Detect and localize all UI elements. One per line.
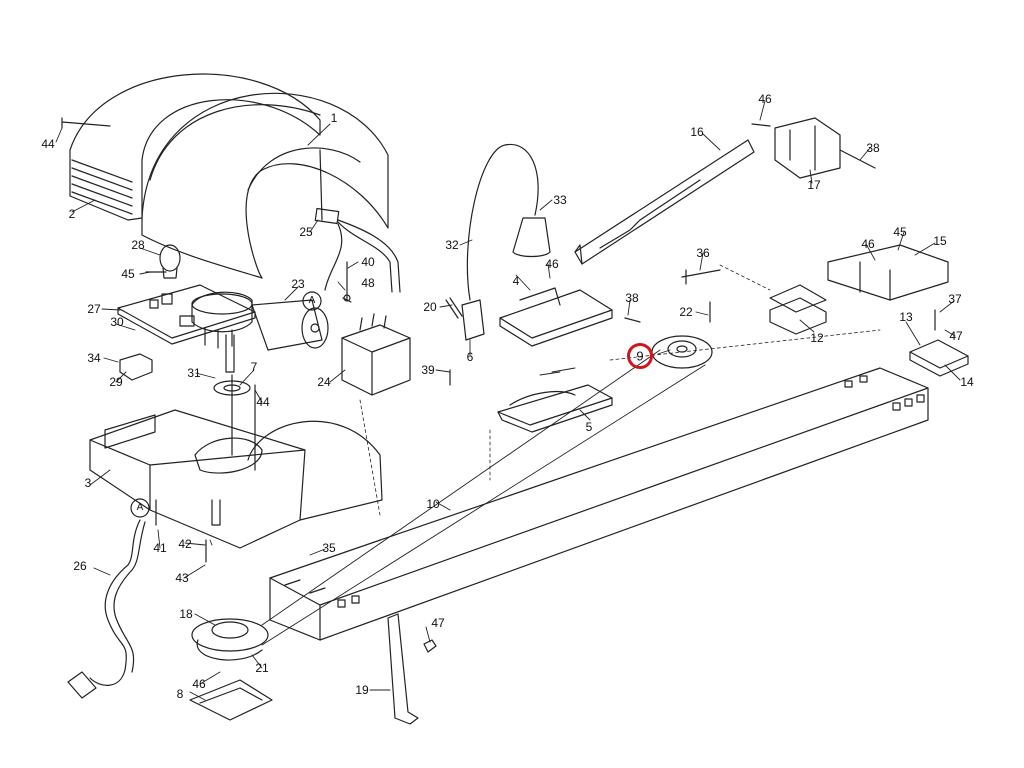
callout-46: 46 (758, 92, 772, 106)
chain (261, 349, 706, 646)
callout-3: 3 (84, 476, 92, 490)
callout-19: 19 (355, 683, 369, 697)
callout-29: 29 (109, 375, 123, 389)
leader-lines (55, 100, 961, 701)
callout-34: 34 (87, 351, 101, 365)
callout-35: 35 (322, 541, 336, 555)
callout-28: 28 (131, 238, 145, 252)
callout-44: 44 (41, 137, 55, 151)
door-arm (574, 139, 755, 265)
connector-a-label: A (308, 295, 316, 306)
release-latch (445, 297, 485, 341)
callout-38: 38 (866, 141, 880, 155)
trolley-carriage (497, 384, 613, 433)
callout-2: 2 (68, 207, 76, 221)
callout-6: 6 (466, 350, 474, 364)
callout-15: 15 (933, 234, 947, 248)
callout-25: 25 (299, 225, 313, 239)
callout-23: 23 (291, 277, 305, 291)
callout-40: 40 (361, 255, 375, 269)
base-housing (89, 409, 383, 549)
callout-16: 16 (690, 125, 704, 139)
callout-10: 10 (426, 497, 440, 511)
callout-9: 9 (636, 348, 644, 364)
callout-14: 14 (960, 375, 974, 389)
callout-46: 46 (545, 257, 559, 271)
side-cover (69, 73, 321, 221)
door-bracket (774, 117, 876, 179)
callout-18: 18 (179, 607, 193, 621)
callout-42: 42 (178, 537, 192, 551)
guide-lines (359, 264, 881, 516)
callout-13: 13 (899, 310, 913, 324)
transformer (341, 313, 411, 396)
callout-7: 7 (250, 360, 258, 374)
motor-sprocket (191, 618, 269, 661)
connector-a-label: A (136, 502, 144, 513)
callout-21: 21 (255, 661, 269, 675)
hanger-strap (387, 613, 437, 725)
callout-20: 20 (423, 300, 437, 314)
gear-motor (191, 291, 329, 373)
callout-45: 45 (893, 225, 907, 239)
callout-47: 47 (949, 329, 963, 343)
callout-46: 46 (192, 677, 206, 691)
power-cord (67, 519, 146, 699)
callout-5: 5 (585, 420, 593, 434)
callout-44: 44 (256, 395, 270, 409)
callout-33: 33 (553, 193, 567, 207)
wire-terminals (342, 261, 352, 303)
callout-17: 17 (807, 178, 821, 192)
callout-41: 41 (153, 541, 167, 555)
callout-30: 30 (110, 315, 124, 329)
rail-bracket (769, 284, 827, 335)
callout-45: 45 (121, 267, 135, 281)
callout-27: 27 (87, 302, 101, 316)
callout-46: 46 (861, 237, 875, 251)
bolts (449, 123, 936, 386)
callout-22: 22 (679, 305, 693, 319)
callout-43: 43 (175, 571, 189, 585)
callout-1: 1 (330, 111, 338, 125)
trolley (499, 287, 613, 347)
callout-26: 26 (73, 559, 87, 573)
callout-12: 12 (810, 331, 824, 345)
callout-47: 47 (431, 616, 445, 630)
screws (61, 117, 256, 563)
callout-31: 31 (187, 366, 201, 380)
callout-48: 48 (361, 276, 375, 290)
wire-connector (314, 207, 401, 293)
limit-switch (119, 353, 153, 381)
lamp-bulb (159, 244, 181, 279)
connector-a-badges (130, 291, 322, 518)
motor-cover (141, 92, 389, 279)
callout-24: 24 (317, 375, 331, 389)
callout-38: 38 (625, 291, 639, 305)
release-cord (466, 143, 551, 301)
callout-8: 8 (176, 687, 184, 701)
sprocket-bracket (189, 679, 273, 721)
callout-36: 36 (696, 246, 710, 260)
callout-39: 39 (421, 363, 435, 377)
callout-37: 37 (948, 292, 962, 306)
callout-4: 4 (512, 274, 520, 288)
end-bracket (909, 339, 969, 377)
callout-32: 32 (445, 238, 459, 252)
